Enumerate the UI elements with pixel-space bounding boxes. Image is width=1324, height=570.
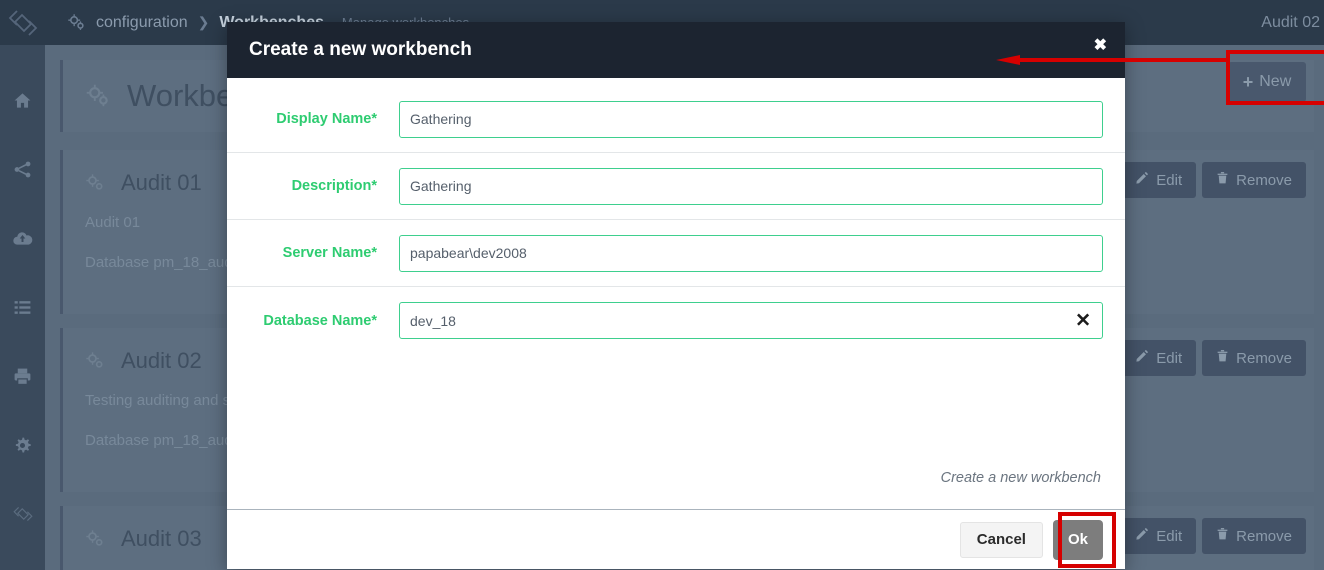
card-title: Audit 01 [121, 170, 202, 195]
chevron-right-icon: ❯ [197, 14, 210, 30]
label-text: Server Name [282, 245, 372, 261]
edit-label: Edit [1156, 171, 1183, 189]
form-row-server-name: Server Name* [227, 220, 1125, 287]
form-row-display-name: Display Name* [227, 86, 1125, 153]
dialog-header: Create a new workbench ✖ [227, 22, 1125, 78]
gears-icon [85, 173, 105, 193]
required-marker: * [371, 111, 377, 127]
edit-label: Edit [1156, 527, 1183, 545]
gears-icon [85, 351, 105, 371]
edit-button[interactable]: Edit [1121, 518, 1197, 554]
pencil-icon [1135, 171, 1149, 189]
gears-icon [67, 13, 86, 32]
sidebar-item-list[interactable] [7, 294, 39, 320]
close-icon[interactable]: ✖ [1093, 37, 1107, 54]
card-title: Audit 02 [121, 348, 202, 373]
card-description: Audit 01 [85, 214, 141, 231]
sidebar-item-print[interactable] [7, 363, 39, 389]
card-description: Testing auditing and sql [85, 392, 242, 409]
topbar-user-label[interactable]: Audit 02 [1261, 13, 1320, 31]
plus-icon: + [1242, 71, 1254, 92]
card-actions: Edit Remove [1121, 518, 1306, 554]
remove-button[interactable]: Remove [1202, 518, 1306, 554]
dialog-footer: Cancel Ok [227, 509, 1125, 569]
sidebar-item-settings[interactable] [7, 432, 39, 458]
card-title: Audit 03 [121, 526, 202, 551]
clear-icon[interactable]: ✕ [1075, 310, 1091, 331]
app-logo-icon[interactable] [0, 0, 45, 45]
trash-icon [1216, 349, 1229, 367]
display-name-label: Display Name* [249, 111, 399, 127]
server-name-input[interactable] [399, 234, 1103, 272]
sidebar [0, 45, 45, 570]
server-name-input-wrap [399, 234, 1103, 272]
label-text: Database Name [263, 312, 372, 329]
card-title-row: Audit 01 [63, 150, 1314, 196]
required-marker: * [371, 312, 377, 329]
ok-button[interactable]: Ok [1052, 519, 1103, 560]
label-text: Description [291, 178, 372, 194]
sidebar-item-share[interactable] [7, 156, 39, 182]
card-actions: Edit Remove [1121, 340, 1306, 376]
remove-button[interactable]: Remove [1202, 340, 1306, 376]
edit-label: Edit [1156, 349, 1183, 367]
card-title-row: Audit 03 [63, 506, 1314, 552]
display-name-input-wrap [399, 100, 1103, 138]
remove-button[interactable]: Remove [1202, 162, 1306, 198]
card-actions: Edit Remove [1121, 162, 1306, 198]
dialog-title: Create a new workbench [249, 39, 472, 60]
form-row-database-name: Database Name* ✕ [227, 287, 1125, 354]
card-database: Database pm_18_audit_ [85, 432, 249, 449]
server-name-label: Server Name* [249, 245, 399, 261]
required-marker: * [371, 245, 377, 261]
card-database: Database pm_18_audit_ [85, 254, 249, 271]
add-new-button[interactable]: + New [1228, 62, 1306, 102]
description-input-wrap [399, 167, 1103, 205]
sidebar-item-home[interactable] [7, 87, 39, 113]
cancel-button[interactable]: Cancel [959, 521, 1043, 558]
remove-label: Remove [1236, 527, 1292, 545]
trash-icon [1216, 527, 1229, 545]
remove-label: Remove [1236, 171, 1292, 189]
sidebar-item-cloud-upload[interactable] [7, 225, 39, 251]
pencil-icon [1135, 527, 1149, 545]
edit-button[interactable]: Edit [1121, 340, 1197, 376]
display-name-input[interactable] [399, 100, 1103, 138]
edit-button[interactable]: Edit [1121, 162, 1197, 198]
breadcrumb-root[interactable]: configuration [96, 13, 188, 31]
database-name-input-wrap: ✕ [399, 302, 1103, 339]
required-marker: * [371, 178, 377, 194]
sidebar-item-logo[interactable] [7, 501, 39, 527]
remove-label: Remove [1236, 349, 1292, 367]
gears-icon [85, 529, 105, 549]
card-title-row: Audit 02 [63, 328, 1314, 374]
add-new-label: New [1259, 73, 1292, 90]
create-workbench-dialog: Create a new workbench ✖ Display Name* D… [227, 22, 1125, 569]
form-row-description: Description* [227, 153, 1125, 220]
label-text: Display Name [276, 111, 372, 127]
pencil-icon [1135, 349, 1149, 367]
dialog-caption: Create a new workbench [940, 470, 1101, 486]
dialog-body: Display Name* Description* Server Name* [227, 78, 1125, 508]
description-label: Description* [249, 178, 399, 194]
trash-icon [1216, 171, 1229, 189]
database-name-label: Database Name* [249, 313, 399, 329]
database-name-input[interactable] [399, 302, 1103, 339]
description-input[interactable] [399, 167, 1103, 205]
gears-icon [85, 83, 111, 109]
